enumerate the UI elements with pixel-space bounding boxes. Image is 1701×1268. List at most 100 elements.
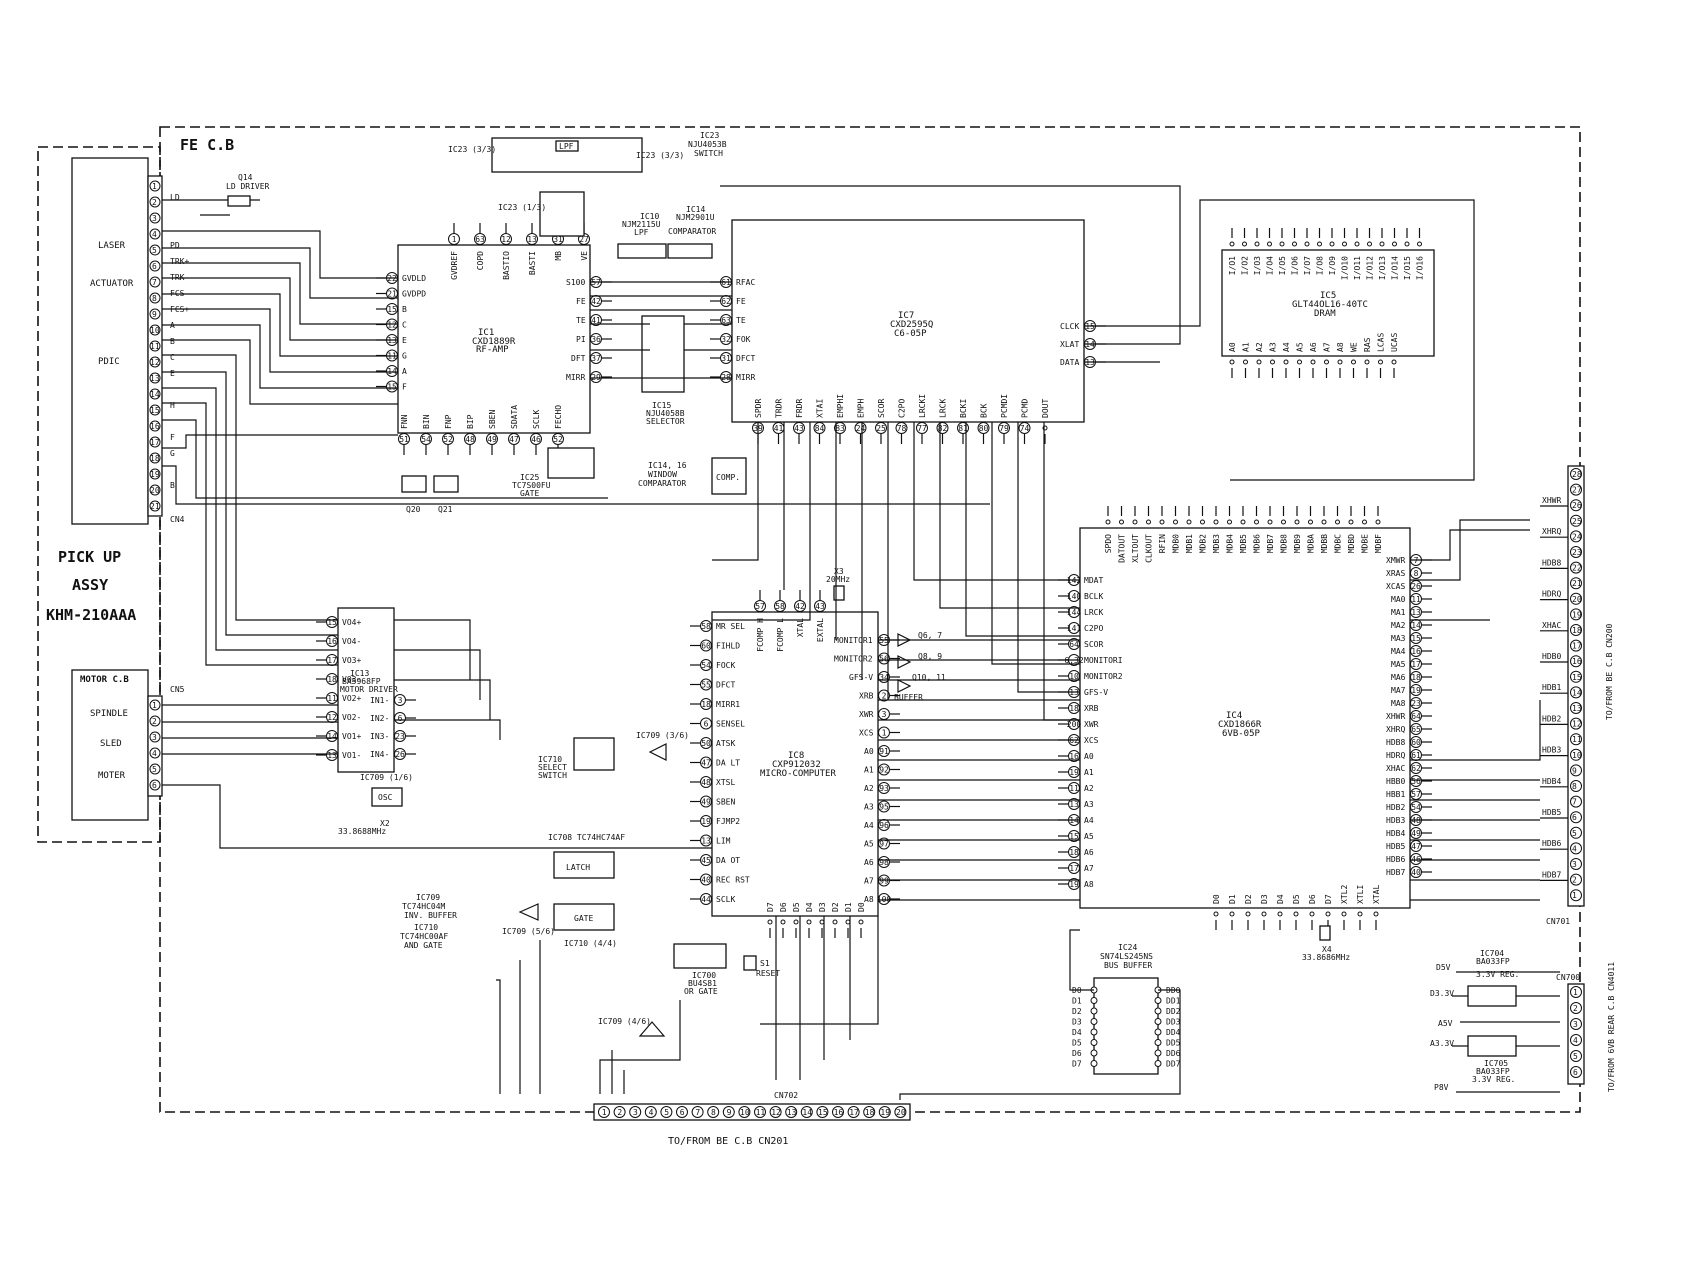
- ic4-right-pin-num: 61: [1411, 751, 1421, 760]
- pdic-label: PDIC: [98, 357, 120, 367]
- cn4-signal: G: [170, 449, 175, 458]
- cn4-pin: [149, 356, 161, 368]
- ic7-bottom-pin: [875, 422, 887, 434]
- cn701-pin: [1570, 826, 1582, 839]
- cn701-pin: [1570, 811, 1582, 824]
- cn701-pin-num: 13: [1572, 704, 1582, 713]
- cn701-pin: [1570, 577, 1582, 590]
- ic7-bottom-pin-num: 78: [897, 424, 907, 433]
- ic8-left-pin-num: 55: [701, 681, 711, 690]
- q1011-label: Q10, 11: [912, 673, 946, 682]
- ic1-bottom-label: BIP: [466, 414, 475, 429]
- cn4-signal: PD: [170, 241, 180, 250]
- ic25-gate: [547, 447, 595, 479]
- ic5-top-dot: [1229, 241, 1235, 247]
- ic8-right-pin: [878, 763, 890, 776]
- ic8-left-pin: [700, 698, 712, 710]
- ic13-right-label: IN3-: [370, 732, 389, 741]
- ic14-func: COMPARATOR: [668, 227, 716, 236]
- ic24-func: BUS BUFFER: [1104, 961, 1152, 970]
- cn4-pin: [149, 260, 161, 272]
- ic13-right-pin: [394, 712, 406, 724]
- ic1-left-pin: [386, 303, 398, 315]
- ic4-top-label: MDB8: [1280, 534, 1289, 553]
- ic709a-symbol: [648, 743, 667, 761]
- ic1-top-label: COPD: [476, 251, 485, 270]
- cn702-pin-num: 16: [834, 1108, 844, 1117]
- ic5-top-dot: [1279, 241, 1285, 247]
- ic1-left-pin: [386, 287, 398, 300]
- ic15-selector: [641, 315, 685, 393]
- ic1-bottom-pin: [398, 433, 410, 445]
- cn5-pin-num: 2: [152, 717, 157, 726]
- ic4-right-pin-num: 17: [1411, 660, 1421, 669]
- reset-switch[interactable]: [743, 955, 757, 971]
- cn701-pin-num: 10: [1572, 751, 1582, 760]
- ic4-right-pin: [1410, 762, 1422, 774]
- cn701-label: CN701: [1546, 917, 1570, 926]
- ic1-bottom-pin-num: 52: [553, 435, 563, 444]
- ic8-right-pin-num: 1: [882, 729, 887, 738]
- ic1-left-pin: [386, 380, 398, 393]
- ic4-left-label: MONITOR2: [1084, 672, 1123, 681]
- cn4-pin: [149, 180, 161, 192]
- ic8-left-pin-num: 13: [701, 837, 711, 846]
- ic4-right-pin-num: 60: [1411, 738, 1421, 747]
- ic4-top-label: MDBE: [1361, 534, 1370, 553]
- ic5-top-dot: [1379, 241, 1385, 247]
- ic13-right-pin-num: 26: [395, 750, 405, 759]
- cn4-pin-num: 18: [150, 454, 160, 463]
- ic8-right-pin-num: 98: [879, 858, 889, 867]
- ic8-left-pin-num: 6: [704, 720, 709, 729]
- cn701-pin: [1570, 546, 1582, 558]
- cn701-pin: [1570, 639, 1582, 652]
- ic4-bottom-label: D0: [1212, 894, 1221, 904]
- ic8-right-pin: [878, 856, 890, 868]
- ic8-left-pin-num: 49: [701, 798, 711, 807]
- ic5-top-label: I/O7: [1303, 256, 1312, 275]
- ic4-right-label: XRAS: [1386, 569, 1405, 578]
- ic23-section1: [539, 191, 585, 237]
- ic7-left-label: MIRR: [736, 373, 755, 382]
- ic24-right-pin: [1154, 1018, 1162, 1025]
- ic13-right-label: IN2-: [370, 714, 389, 723]
- ic7-right-label: XLAT: [1060, 340, 1079, 349]
- cn4-pin: [149, 292, 161, 304]
- ic4-left-label: A5: [1084, 832, 1094, 841]
- cn4-signal: E: [170, 369, 175, 378]
- cn702-pin-num: 14: [802, 1108, 812, 1117]
- ic5-dram: [1221, 249, 1435, 357]
- svg-text:TC74HC00AF: TC74HC00AF: [400, 932, 448, 941]
- ic4-left-label: GFS-V: [1084, 688, 1108, 697]
- cn702-to: TO/FROM BE C.B CN201: [668, 1136, 788, 1147]
- buffer-transistors: [897, 633, 912, 693]
- cn4-pin-num: 17: [150, 438, 160, 447]
- ic8-micro: [711, 611, 879, 917]
- ic4-bottom-dot: [1293, 911, 1299, 917]
- ic5-top-label: I/O8: [1316, 256, 1325, 275]
- ic13-left-pin: [326, 749, 338, 761]
- ic1-ref: IC1: [478, 328, 494, 338]
- ic709d-label: IC709 (4/6): [598, 1017, 651, 1026]
- ic13-right-pin-num: 23: [395, 732, 405, 741]
- ic4-left-label: A3: [1084, 800, 1094, 809]
- ic5-bottom-dot: [1364, 359, 1370, 365]
- ic4-left-label: LRCK: [1084, 608, 1103, 617]
- ic4-bottom-label: XTL2: [1340, 885, 1349, 904]
- ic1-bottom-label: SDATA: [510, 405, 519, 429]
- ic4-right-pins: 7XMWR8XRAS26XCAS11MA013MA114MA215MA316MA…: [1386, 554, 1432, 878]
- ic13-right-pin-num: 3: [398, 696, 403, 705]
- cn702-pin-num: 15: [818, 1108, 828, 1117]
- ic8-right-pin-num: 96: [879, 821, 889, 830]
- ic5-top-dot: [1242, 241, 1247, 247]
- ic8-right-pin: [878, 652, 890, 665]
- ic4-top-label: MDBD: [1347, 534, 1356, 553]
- cn702-pin: [847, 1106, 860, 1118]
- ic8-left-pin: [700, 893, 712, 905]
- ic8-left-pin-num: 45: [701, 856, 711, 865]
- cn701-pin-num: 5: [1572, 829, 1577, 838]
- ic7-left-pin-num: 63: [721, 316, 731, 325]
- ic4-right-label: MA8: [1391, 699, 1406, 708]
- cn701-pin: [1570, 530, 1582, 543]
- ic7-bottom-label: SPDR: [754, 399, 763, 418]
